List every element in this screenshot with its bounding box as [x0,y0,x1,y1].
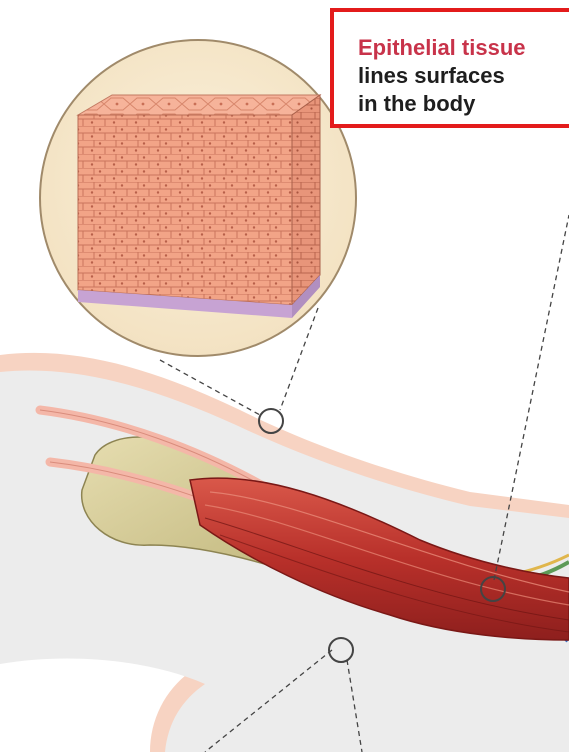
label-line-1: Epithelial tissue [358,34,569,62]
label-line-2: lines surfaces [358,62,569,90]
label-line-3: in the body [358,90,569,118]
tissue-block-top [78,95,320,115]
epithelial-label-box: Epithelial tissue lines surfaces in the … [330,8,569,128]
epithelium-magnifier [40,40,356,356]
tissue-block-front [78,115,292,305]
tissue-block-side [292,95,320,305]
